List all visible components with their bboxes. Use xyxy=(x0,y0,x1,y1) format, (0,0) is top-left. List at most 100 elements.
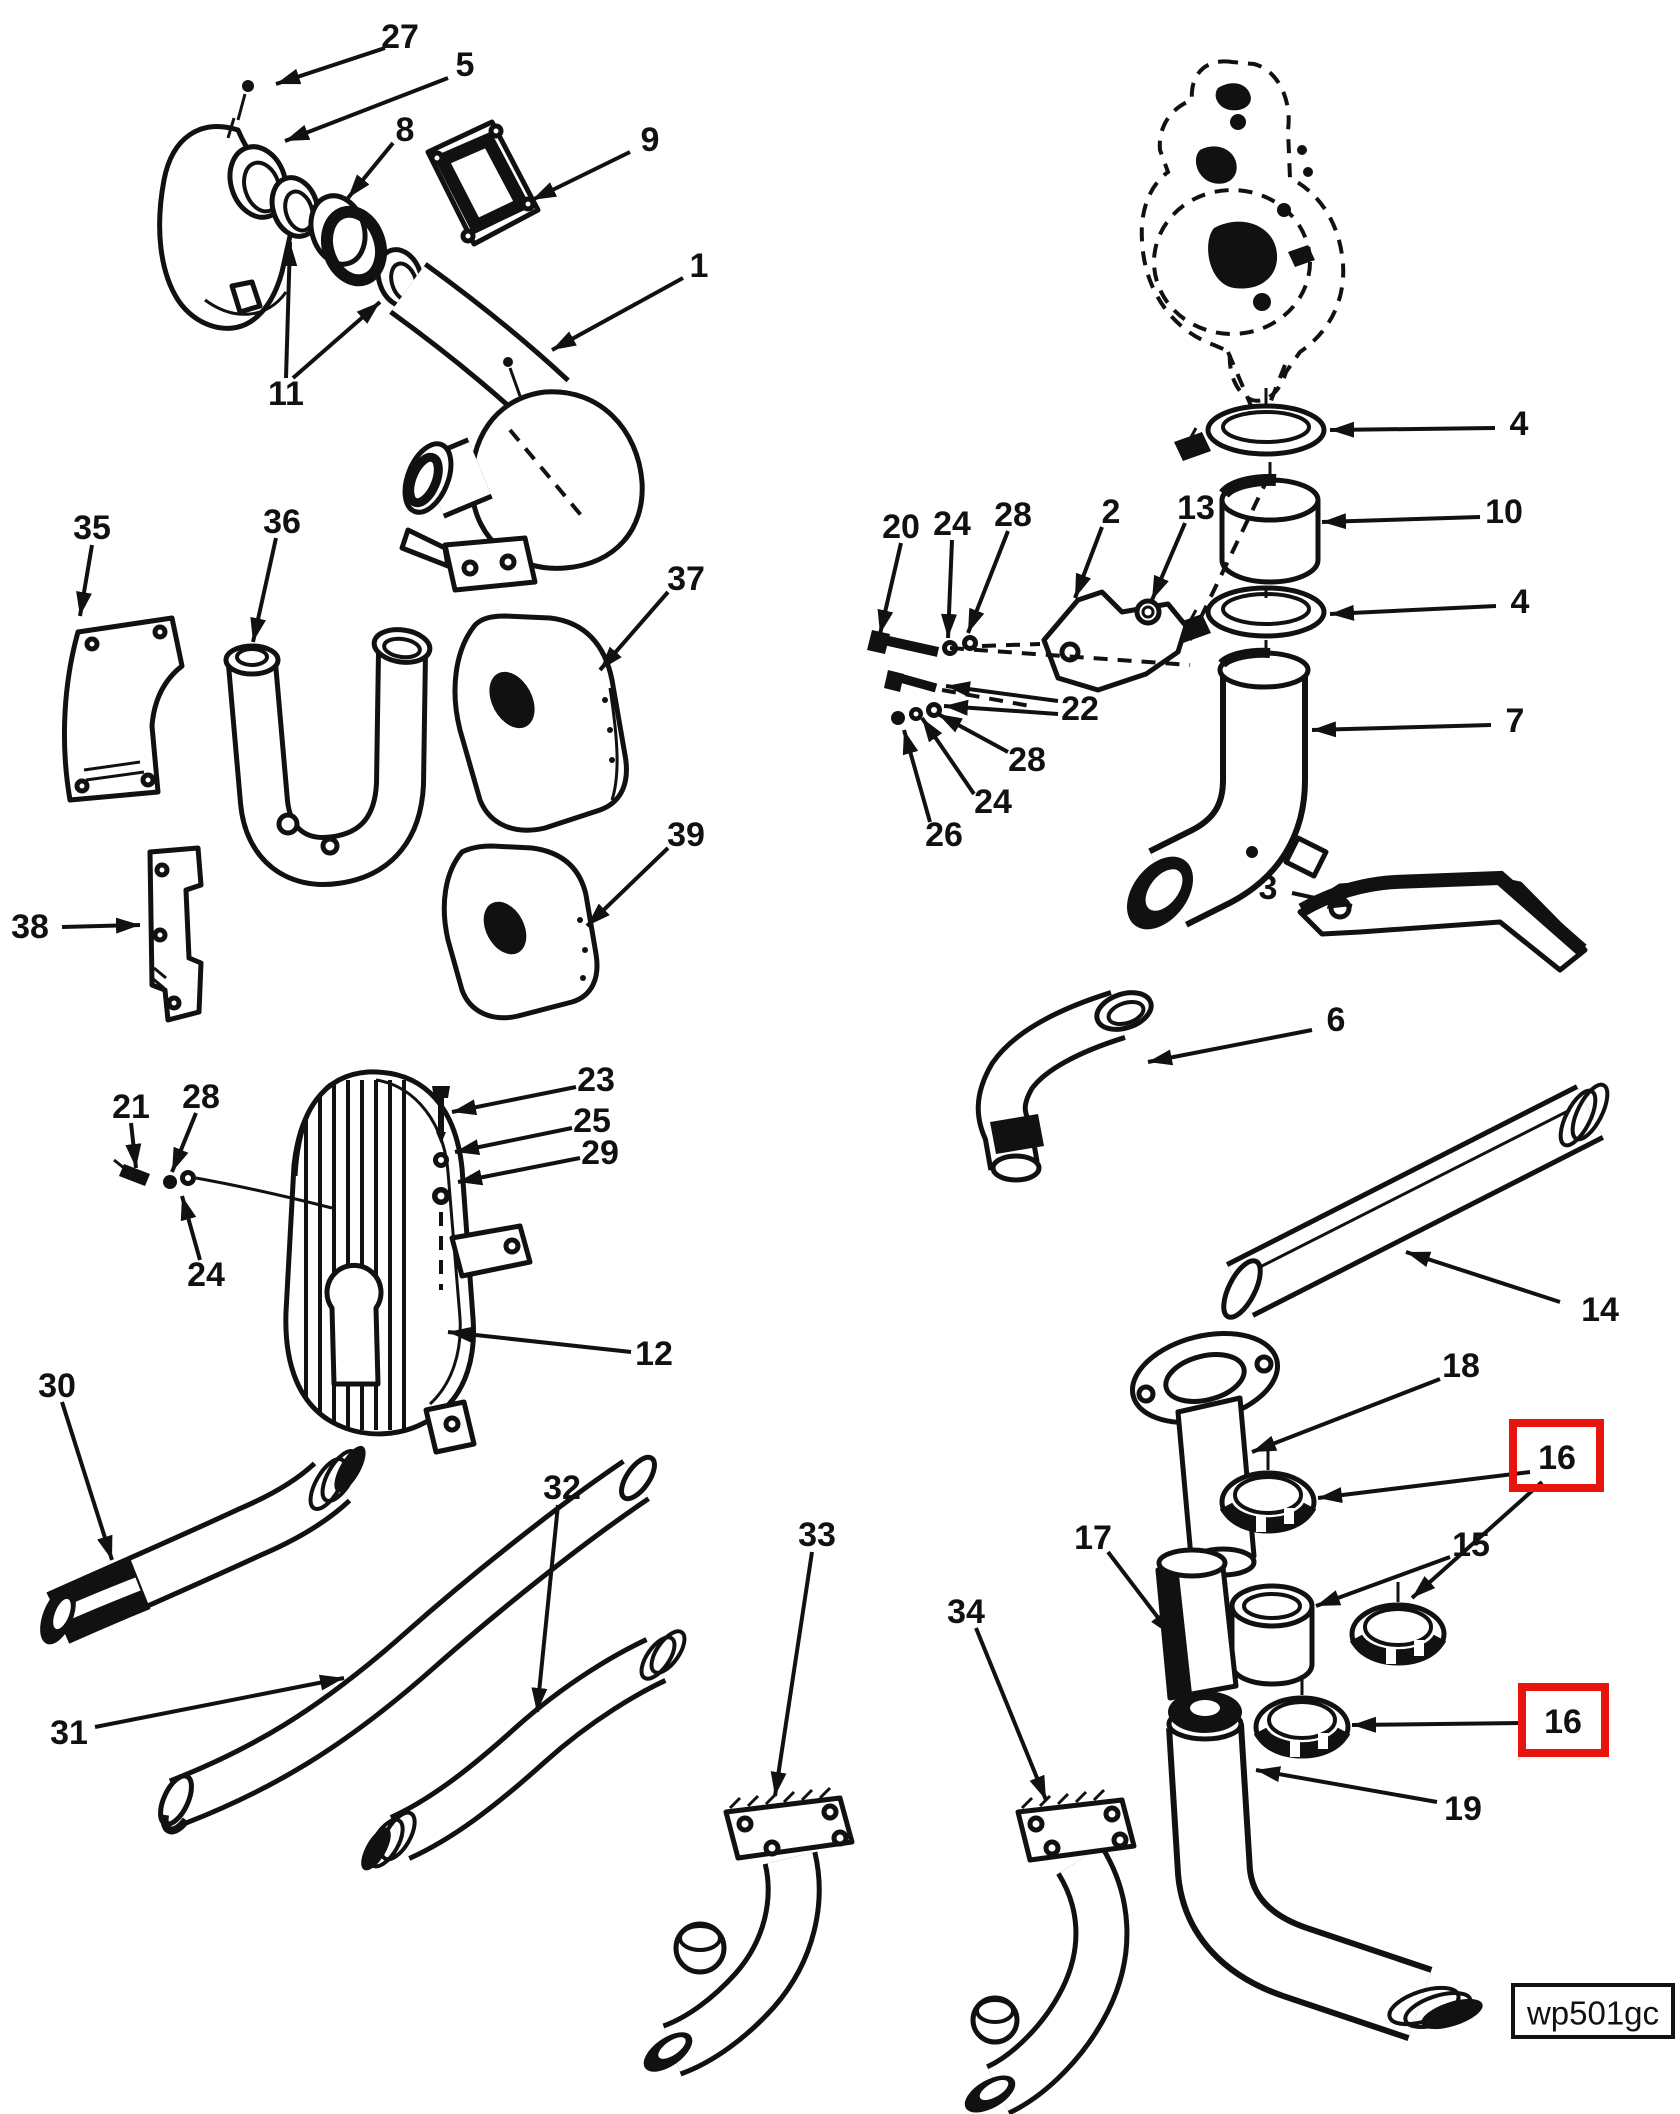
leader-arrow-24 xyxy=(180,1195,202,1261)
part-32-hose xyxy=(361,1629,687,1871)
highlight-box-part-16 xyxy=(1518,1683,1609,1757)
part-number-label-2: 2 xyxy=(1102,493,1121,531)
part-number-label-19: 19 xyxy=(1444,1790,1482,1828)
part-7-outlet-elbow xyxy=(1126,640,1329,930)
part-37-air-cleaner-cover xyxy=(452,613,629,833)
leader-arrow-34 xyxy=(974,1627,1048,1801)
leader-arrow-37 xyxy=(598,590,670,672)
leader-arrow-2 xyxy=(1073,526,1104,599)
part-16-clamp-upper xyxy=(1219,1450,1317,1534)
part-number-label-11: 11 xyxy=(268,375,304,413)
leader-arrow-4 xyxy=(1329,604,1497,621)
part-1-blower-assembly xyxy=(389,262,645,593)
leader-arrow-25 xyxy=(454,1126,573,1156)
part-number-label-28: 28 xyxy=(1008,741,1046,779)
part-10-sleeve xyxy=(1219,462,1321,585)
hardware-23-25-29 xyxy=(432,1086,450,1290)
part-number-label-24: 24 xyxy=(187,1256,225,1294)
leader-arrow-38 xyxy=(61,917,141,934)
part-number-label-5: 5 xyxy=(456,46,475,84)
part-15-bushing xyxy=(1229,1583,1315,1687)
part-number-label-12: 12 xyxy=(635,1335,673,1373)
leader-arrow-11 xyxy=(291,300,382,380)
part-38-bracket xyxy=(147,845,204,1023)
part-8-adapter-collar xyxy=(308,193,387,287)
hardware-22-26-24-28 xyxy=(884,670,1031,725)
part-number-label-24: 24 xyxy=(933,505,971,543)
phantom-engine-outline xyxy=(1139,59,1346,409)
leader-arrow-13 xyxy=(1150,522,1187,601)
leader-arrow-32 xyxy=(531,1504,560,1713)
part-number-label-26: 26 xyxy=(925,816,963,854)
leader-arrow-8 xyxy=(346,141,395,200)
leader-arrow-19 xyxy=(1255,1766,1438,1804)
part-number-label-24: 24 xyxy=(974,783,1012,821)
leader-arrow-22 xyxy=(943,699,1059,716)
leader-arrow-10 xyxy=(1321,513,1481,530)
leader-arrow-24 xyxy=(920,716,976,796)
part-number-label-37: 37 xyxy=(667,560,705,598)
leader-arrow-9 xyxy=(531,150,631,202)
part-39-air-cleaner-cover xyxy=(441,843,600,1021)
part-5-inlet-elbow-housing xyxy=(157,117,294,331)
leader-arrow-14 xyxy=(1405,1250,1561,1304)
part-number-label-18: 18 xyxy=(1442,1347,1480,1385)
part-number-label-22: 22 xyxy=(1061,690,1099,728)
leader-arrow-15 xyxy=(1315,1555,1451,1608)
part-number-label-29: 29 xyxy=(581,1134,619,1172)
part-number-label-38: 38 xyxy=(11,908,49,946)
leader-arrow-24 xyxy=(940,539,957,639)
leader-arrow-36 xyxy=(250,537,278,643)
part-27-screw xyxy=(236,80,254,121)
hardware-20-24-28 xyxy=(867,630,1041,657)
part-6-hose xyxy=(975,990,1154,1183)
leader-arrow-11 xyxy=(281,241,298,379)
leader-arrow-26 xyxy=(902,729,932,823)
part-number-label-16: 16 xyxy=(1538,1439,1576,1477)
part-3-strap-bracket xyxy=(1297,870,1588,973)
part-number-label-34: 34 xyxy=(947,1593,985,1631)
figure-code: wp501gc xyxy=(1526,1995,1659,2032)
leader-arrow-33 xyxy=(770,1551,814,1797)
part-12-grille-shroud xyxy=(283,1069,533,1455)
part-number-label-23: 23 xyxy=(577,1061,615,1099)
part-number-label-33: 33 xyxy=(798,1516,836,1554)
part-13-nut xyxy=(1134,598,1162,626)
part-14-straight-pipe xyxy=(1221,1082,1610,1320)
highlight-box-part-16 xyxy=(1509,1419,1604,1492)
part-30-hose xyxy=(40,1445,366,1645)
leader-arrow-17 xyxy=(1106,1550,1174,1638)
leader-arrow-4 xyxy=(1329,421,1496,438)
leader-arrow-22 xyxy=(945,681,1059,703)
hardware-21-28-24 xyxy=(113,1158,333,1210)
part-number-label-1: 1 xyxy=(690,247,709,285)
leader-arrow-31 xyxy=(94,1674,345,1729)
part-34-flanged-elbow xyxy=(964,1788,1137,2114)
part-number-label-16: 16 xyxy=(1544,1703,1582,1741)
part-number-label-4: 4 xyxy=(1511,583,1530,621)
leader-arrow-20 xyxy=(877,542,903,635)
part-31-hose xyxy=(158,1454,657,1835)
leader-arrow-30 xyxy=(60,1401,114,1561)
part-number-label-14: 14 xyxy=(1581,1291,1619,1329)
part-number-label-32: 32 xyxy=(543,1469,581,1507)
part-number-label-28: 28 xyxy=(182,1078,220,1116)
part-36-u-pipe xyxy=(223,627,433,887)
part-33-flanged-elbow xyxy=(643,1786,855,2077)
part-number-label-6: 6 xyxy=(1327,1001,1346,1039)
figure-code-stamp: wp501gc xyxy=(1511,1983,1675,2039)
part-number-label-30: 30 xyxy=(38,1367,76,1405)
leader-arrow-16 xyxy=(1351,1716,1523,1733)
part-19-elbow-pipe xyxy=(1166,1706,1483,2041)
part-number-label-39: 39 xyxy=(667,816,705,854)
part-number-label-9: 9 xyxy=(641,121,660,159)
leader-arrow-27 xyxy=(275,46,386,86)
part-number-label-25: 25 xyxy=(573,1102,611,1140)
part-number-label-21: 21 xyxy=(112,1088,150,1126)
leader-arrow-7 xyxy=(1311,721,1492,738)
part-number-label-20: 20 xyxy=(882,508,920,546)
leader-arrow-35 xyxy=(76,544,94,617)
leader-arrow-16 xyxy=(1317,1470,1531,1504)
